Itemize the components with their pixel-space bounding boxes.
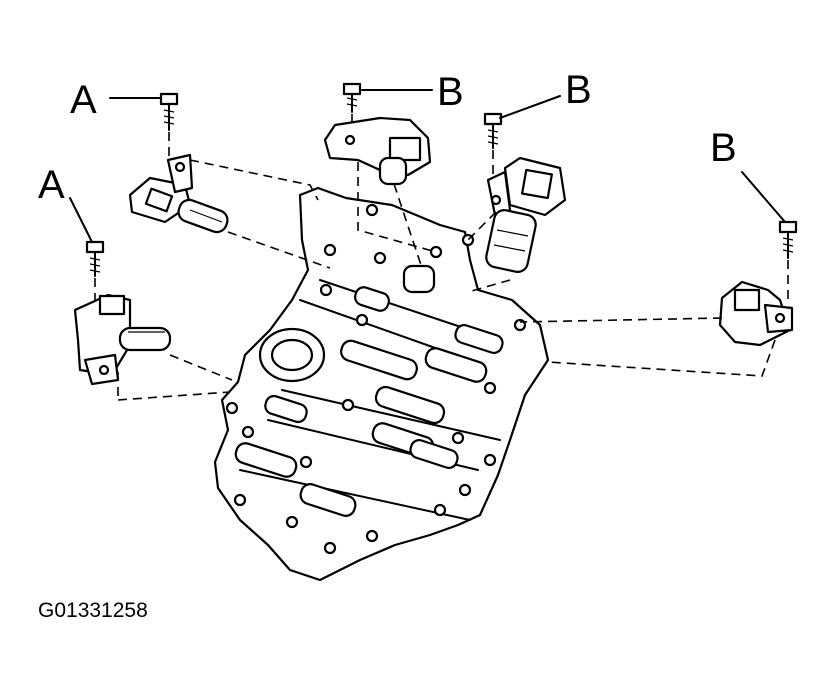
bolt-a-upper <box>159 92 179 131</box>
solenoid-b-mid-right <box>485 156 567 273</box>
bolt-a-lower <box>85 240 105 277</box>
callout-label-b-center: B <box>437 70 464 114</box>
figure-id-label: G01331258 <box>38 599 148 622</box>
solenoid-a-upper <box>128 153 229 234</box>
bolt-b-far-right <box>778 220 798 259</box>
bolt-b-mid-right <box>483 112 503 149</box>
alignment-dashes <box>94 114 789 401</box>
solenoid-a-lower <box>73 293 172 386</box>
callout-label-b-far-right: B <box>710 126 737 170</box>
bolt-b-center <box>342 82 362 113</box>
solenoid-b-far-right <box>718 280 794 347</box>
callout-leaders <box>69 89 786 243</box>
callout-label-b-mid-right: B <box>565 68 592 112</box>
callout-label-a-upper: A <box>70 78 97 122</box>
solenoid-b-center <box>323 116 432 186</box>
valve-body <box>213 186 550 582</box>
callout-label-a-lower: A <box>38 163 65 207</box>
